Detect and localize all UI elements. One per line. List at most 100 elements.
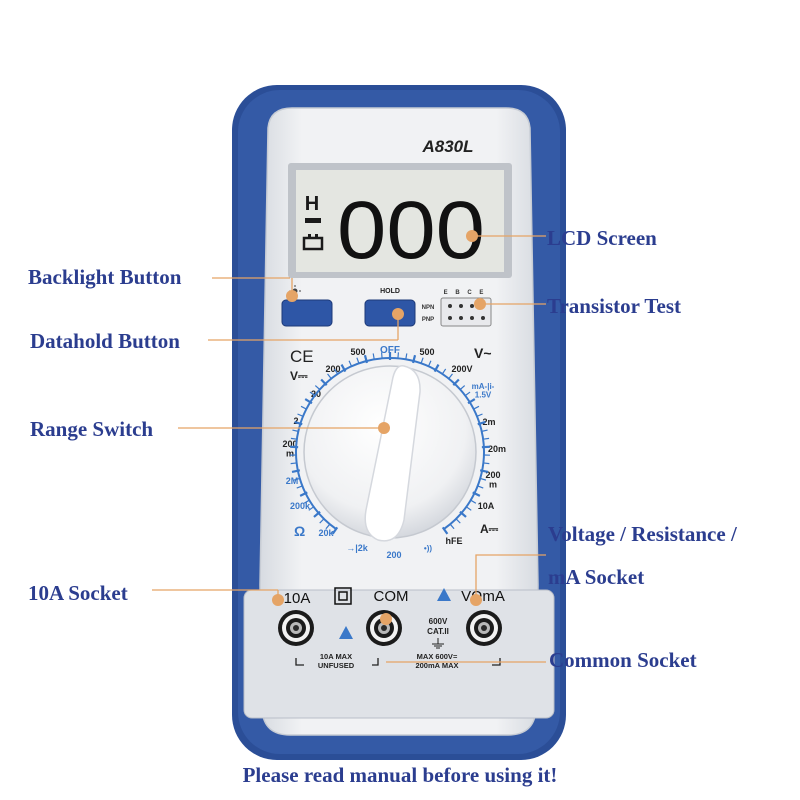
dial-tick <box>319 518 325 524</box>
dial-tick <box>356 357 360 364</box>
dial-tick <box>340 364 347 373</box>
dial-tick <box>483 437 490 440</box>
transistor-pin-hole <box>470 304 474 308</box>
datahold-button[interactable] <box>364 299 416 327</box>
dial-tick <box>411 354 417 364</box>
transistor-pin-hole <box>459 304 463 308</box>
vohm-socket-label: VΩmA <box>461 588 505 605</box>
dial-tick <box>313 510 321 518</box>
model-name: A830L <box>421 137 473 156</box>
dial-tick <box>459 510 467 518</box>
minus-indicator <box>305 218 321 223</box>
dial-tick <box>483 462 490 465</box>
dial-tick <box>433 364 440 373</box>
off-label: OFF <box>380 345 400 356</box>
dial-tick <box>331 526 339 535</box>
dial-tick <box>464 391 471 397</box>
dial-tick <box>292 429 299 432</box>
transistor-pin-hole <box>448 316 452 320</box>
dial-tick <box>480 477 487 481</box>
dial-tick <box>314 385 321 390</box>
acv-label: V~ <box>474 345 492 361</box>
transistor-pin-hole <box>448 304 452 308</box>
transistor-pin-hole <box>459 316 463 320</box>
cat-rating: CAT.II <box>427 627 449 636</box>
transistor-pins: E B C E <box>444 290 487 296</box>
dial-label-2m: 2m <box>482 417 495 427</box>
dial-tick <box>459 385 466 390</box>
dial-tick <box>348 360 353 367</box>
dial-label-500-left: 500 <box>350 347 365 357</box>
dial-tick <box>441 368 447 375</box>
dial-label-200-left: 200 <box>325 364 340 374</box>
dial-label-2-left: 2 <box>293 416 298 426</box>
dial-label-10a: 10A <box>478 501 495 511</box>
transistor-pin-hole <box>470 316 474 320</box>
dial-tick <box>477 485 484 489</box>
dial-tick <box>293 477 300 481</box>
dial-tick <box>473 405 480 410</box>
npn-label: NPN <box>422 305 435 311</box>
lcd-screen <box>296 170 504 272</box>
dial-tick <box>481 429 488 432</box>
dial-tick <box>325 523 331 530</box>
dcv-label: V⎓ <box>290 369 308 383</box>
buzzer-label: •)) <box>424 544 432 553</box>
dial-label-20m: 20m <box>488 444 506 454</box>
callout-leaders <box>152 235 546 663</box>
dial-tick <box>372 353 375 360</box>
dial-tick <box>397 352 400 359</box>
callout-voltage-socket-line2: mA Socket <box>548 565 645 589</box>
dial-tick <box>479 469 489 474</box>
com-socket-label: COM <box>374 588 409 605</box>
dial-tick <box>297 413 304 417</box>
vohm-socket[interactable] <box>466 610 502 646</box>
dial-tick <box>477 420 486 426</box>
dial-label-200v: 200V <box>451 364 472 374</box>
dial-ticks <box>290 352 490 535</box>
dial-tick <box>309 391 316 397</box>
dial-label-20k: 20k <box>318 528 334 538</box>
dial-tick <box>441 526 449 535</box>
dial-label-2M: 2M <box>286 476 299 486</box>
dial-label-500-right: 500 <box>419 347 434 357</box>
tenA-socket[interactable] <box>278 610 314 646</box>
dial-tick <box>467 398 476 405</box>
callout-common-socket: Common Socket <box>549 648 697 672</box>
double-insulation-icon <box>334 587 352 605</box>
pnp-label: PNP <box>422 317 434 323</box>
callout-voltage-socket-line1: Voltage / Resistance / <box>548 522 737 546</box>
dial-tick <box>466 506 472 511</box>
ground-icon <box>432 638 444 649</box>
callout-range-switch: Range Switch <box>30 417 154 441</box>
dial-tick <box>420 357 424 364</box>
dial-tick <box>448 373 453 379</box>
dial-tick <box>472 491 481 497</box>
diode-label: →|2k <box>346 543 369 553</box>
dial-tick <box>304 398 313 405</box>
dial-label-200k: 200k <box>290 501 311 511</box>
hfe-label: hFE <box>446 536 463 546</box>
voltage-rating: 600V <box>429 617 448 626</box>
knob-grip <box>364 365 421 542</box>
backlight-button[interactable] <box>281 299 333 327</box>
max-voltage-note: MAX 600V= <box>417 652 458 661</box>
dial-label-200-ohm: 200 <box>386 550 401 560</box>
dial-tick <box>452 378 460 387</box>
dial-tick <box>405 353 408 360</box>
warning-icon <box>339 588 451 639</box>
dial-tick <box>455 518 461 524</box>
dial-tick <box>449 523 455 530</box>
unfused-note: UNFUSED <box>318 661 355 670</box>
callout-10a-socket: 10A Socket <box>28 581 128 605</box>
dial-tick <box>294 420 303 426</box>
ohm-label: Ω <box>294 523 305 539</box>
tenA-max-note: 10A MAX <box>320 652 352 661</box>
dial-tick <box>299 491 308 497</box>
hold-indicator: H <box>305 193 319 215</box>
callout-datahold-button: Datahold Button <box>30 329 180 353</box>
ce-mark: CE <box>290 347 314 366</box>
dial-tick <box>296 485 303 489</box>
